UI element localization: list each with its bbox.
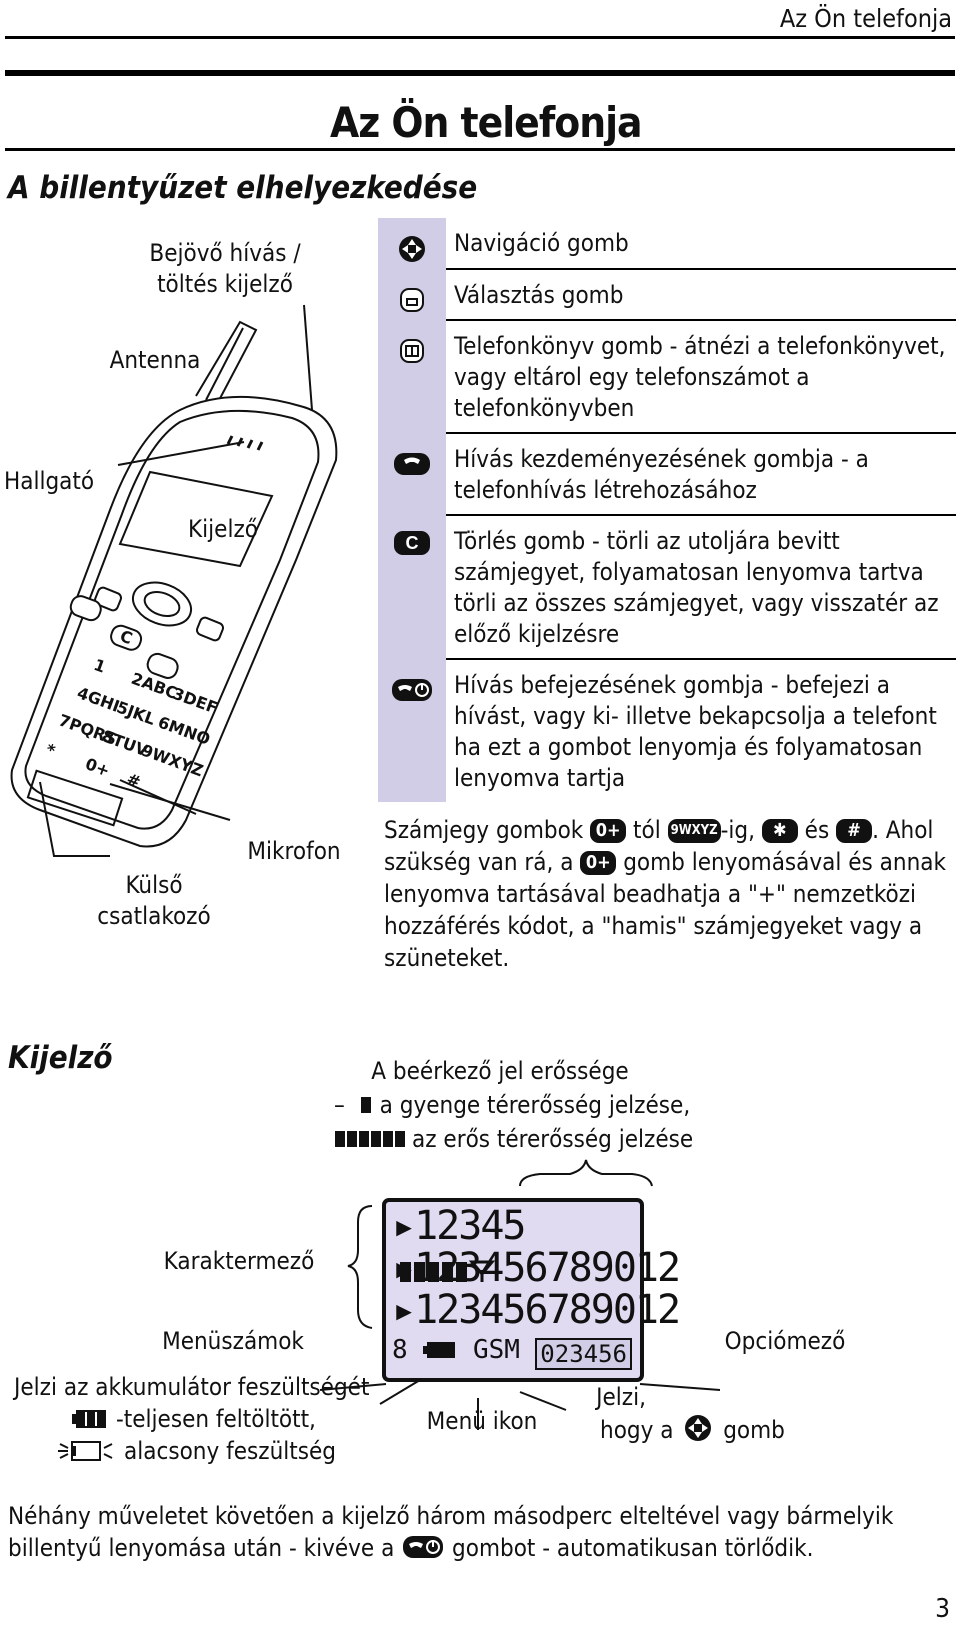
table-row: Navigáció gomb xyxy=(378,218,956,270)
signal-strong-icon xyxy=(335,1131,405,1147)
key-description: Törlés gomb - törli az utoljára bevitt s… xyxy=(446,515,956,660)
section-heading-display: Kijelző xyxy=(8,1040,113,1076)
page-title: Az Ön telefonja xyxy=(330,98,643,147)
battery-full-icon xyxy=(72,1410,106,1428)
label-battery-full: -teljesen feltöltött, xyxy=(72,1404,362,1435)
phone-illustration: C 1 2ABC 3DEF 4GHI 5JKL 6MNO 7PQRS 8TUV … xyxy=(10,304,338,857)
phonebook-icon xyxy=(400,339,424,363)
call-icon xyxy=(394,453,430,475)
lcd-network: GSM xyxy=(472,1335,520,1365)
lcd-row-1: ▸12345 xyxy=(392,1204,640,1292)
label-earpiece: Hallgató xyxy=(4,467,95,495)
end-call-icon xyxy=(392,679,432,701)
label-nav-indicator-l2: hogy a gomb xyxy=(600,1415,785,1444)
clear-icon: C xyxy=(394,531,430,555)
battery-low-icon xyxy=(58,1441,113,1461)
key-star-icon: ✱ xyxy=(761,819,798,843)
key-description: Hívás kezdeményezésének gombja - a telef… xyxy=(446,433,956,516)
label-menu-numbers: Menüszámok xyxy=(162,1327,304,1355)
lcd-row-3: ▸123456789012 xyxy=(392,1287,681,1333)
display-footnote: Néhány műveletet követően a kijelző háro… xyxy=(8,1502,894,1562)
key-0-icon: 0+ xyxy=(590,819,627,843)
page-number: 3 xyxy=(935,1594,950,1624)
key-0-icon: 0+ xyxy=(580,851,617,875)
key-description: Választás gomb xyxy=(446,269,956,321)
table-row: Hívás befejezésének gombja - befejezi a … xyxy=(378,659,956,802)
label-antenna: Antenna xyxy=(109,346,201,374)
lcd-option-field: 023456 xyxy=(535,1338,632,1370)
section-rule xyxy=(5,148,955,151)
label-display: Kijelző xyxy=(188,515,258,543)
signal-bars-icon xyxy=(400,1260,496,1282)
lcd-row-2: ▸123456789012 xyxy=(392,1245,681,1291)
key-description: Hívás befejezésének gombja - befejezi a … xyxy=(454,671,937,792)
label-battery: Jelzi az akkumulátor feszültségét xyxy=(14,1373,370,1401)
table-row: C Törlés gomb - törli az utoljára bevitt… xyxy=(378,515,956,660)
select-icon xyxy=(400,288,424,312)
key-description-table: Navigáció gomb Választás gomb Telefonkön… xyxy=(378,218,956,802)
table-row: Választás gomb xyxy=(378,269,956,321)
label-option-field: Opciómező xyxy=(724,1327,846,1355)
lcd-menu-number: 8 xyxy=(392,1335,408,1365)
key-9-icon: 9WXYZ xyxy=(667,819,721,843)
label-incoming-call: Bejövő hívás /töltés kijelző xyxy=(149,239,301,298)
label-battery-low: alacsony feszültség xyxy=(58,1436,358,1467)
key-description: Navigáció gomb xyxy=(446,218,956,270)
signal-weak-icon xyxy=(360,1097,371,1113)
battery-icon xyxy=(423,1342,456,1358)
lcd-display: ▸12345 ▸123456789012 ▸123456789012 8 GSM… xyxy=(382,1198,681,1382)
running-header: Az Ön telefonja xyxy=(779,4,952,33)
label-microphone: Mikrofon xyxy=(247,837,341,865)
digit-keys-paragraph: Számjegy gombok 0+ tól 9WXYZ-ig, ✱ és #.… xyxy=(384,816,947,972)
table-row: Telefonkönyv gomb - átnézi a telefonköny… xyxy=(378,320,956,434)
key-description: Telefonkönyv gomb - átnézi a telefonköny… xyxy=(446,320,956,434)
phone-key: # xyxy=(124,769,143,791)
label-menu-icon: Menü ikon xyxy=(426,1407,538,1435)
title-rule xyxy=(5,70,955,76)
lcd-callouts xyxy=(319,1159,721,1430)
navigation-icon xyxy=(399,236,425,262)
signal-weak: – a gyenge térerősség jelzése, xyxy=(334,1091,691,1119)
end-call-icon xyxy=(403,1536,444,1558)
label-nav-indicator-l1: Jelzi, xyxy=(596,1383,646,1411)
section-heading-keypad: A billentyűzet elhelyezkedése xyxy=(8,170,478,206)
navigation-icon xyxy=(685,1415,712,1441)
signal-strong: az erős térerősség jelzése xyxy=(334,1124,714,1155)
key-hash-icon: # xyxy=(836,819,873,843)
header-rule xyxy=(5,36,955,39)
signal-strength-title: A beérkező jel erőssége xyxy=(371,1057,629,1085)
label-character-field: Karaktermező xyxy=(163,1247,315,1275)
table-row: Hívás kezdeményezésének gombja - a telef… xyxy=(378,433,956,516)
